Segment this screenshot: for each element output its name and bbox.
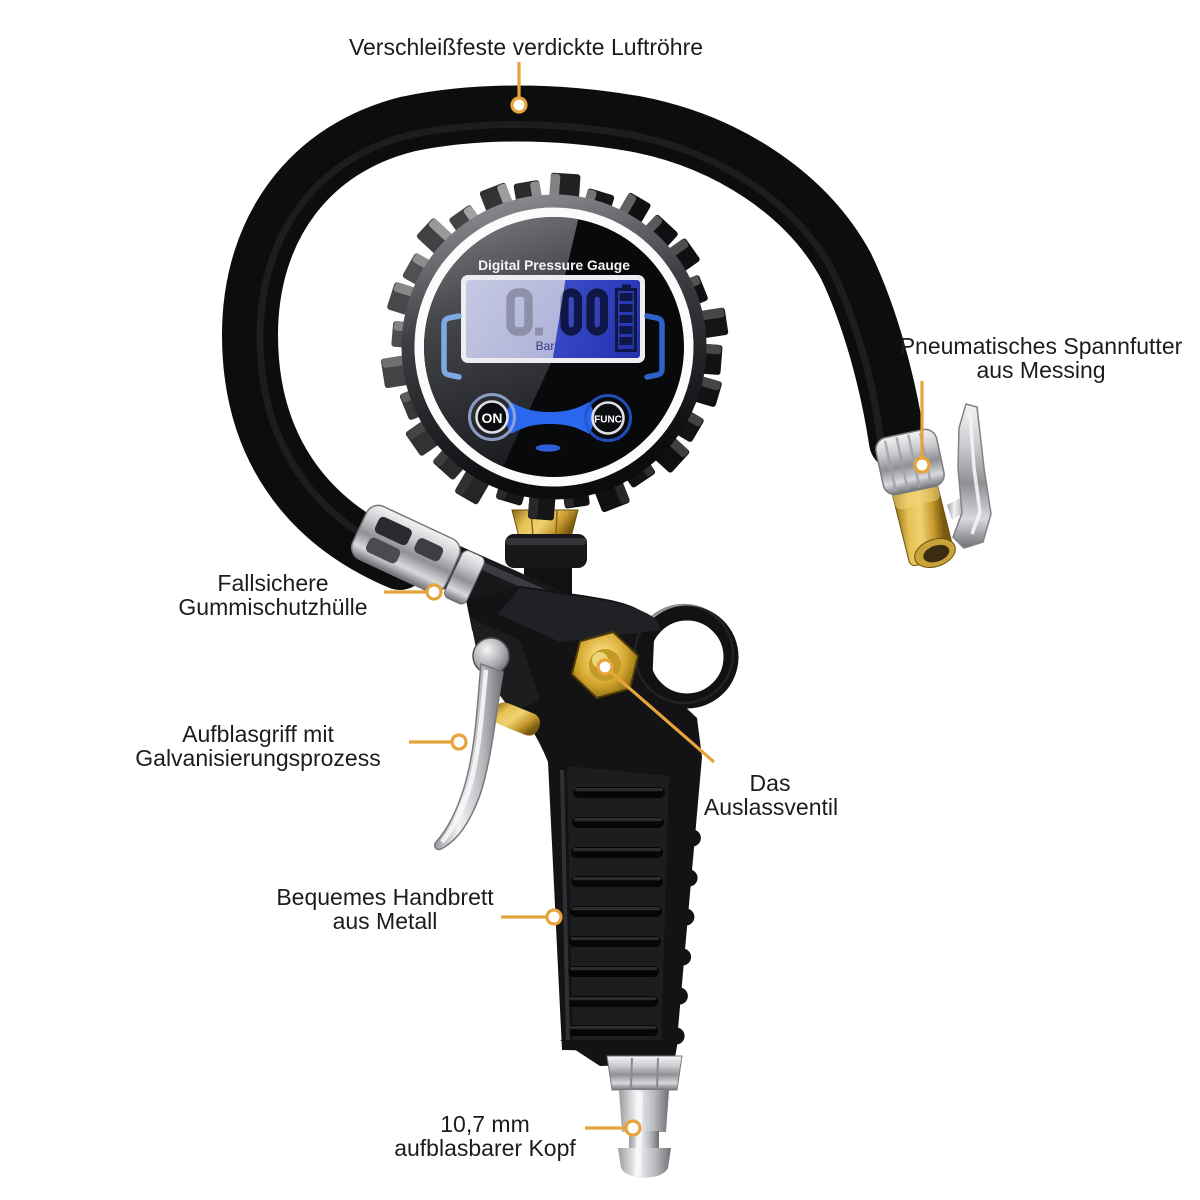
svg-text:Bar: Bar: [536, 339, 555, 353]
svg-text:Auslassventil: Auslassventil: [704, 794, 838, 820]
svg-text:10,7 mm: 10,7 mm: [440, 1111, 529, 1137]
svg-text:Das: Das: [750, 770, 791, 796]
svg-text:Verschleißfeste verdickte Luft: Verschleißfeste verdickte Luftröhre: [349, 34, 703, 60]
svg-text:Gummischutzhülle: Gummischutzhülle: [178, 594, 367, 620]
svg-text:FUNC: FUNC: [594, 415, 622, 426]
svg-text:Galvanisierungsprozess: Galvanisierungsprozess: [135, 745, 380, 771]
svg-text:aufblasbarer Kopf: aufblasbarer Kopf: [394, 1135, 576, 1161]
svg-text:Bequemes Handbrett: Bequemes Handbrett: [276, 884, 494, 910]
svg-text:Fallsichere: Fallsichere: [217, 570, 328, 596]
svg-text:Pneumatisches Spannfutter: Pneumatisches Spannfutter: [900, 333, 1183, 359]
svg-text:ON: ON: [482, 410, 503, 426]
svg-text:aus Metall: aus Metall: [333, 908, 438, 934]
svg-text:Aufblasgriff mit: Aufblasgriff mit: [182, 721, 334, 747]
svg-text:Digital Pressure Gauge: Digital Pressure Gauge: [478, 258, 630, 273]
svg-text:aus Messing: aus Messing: [976, 357, 1105, 383]
